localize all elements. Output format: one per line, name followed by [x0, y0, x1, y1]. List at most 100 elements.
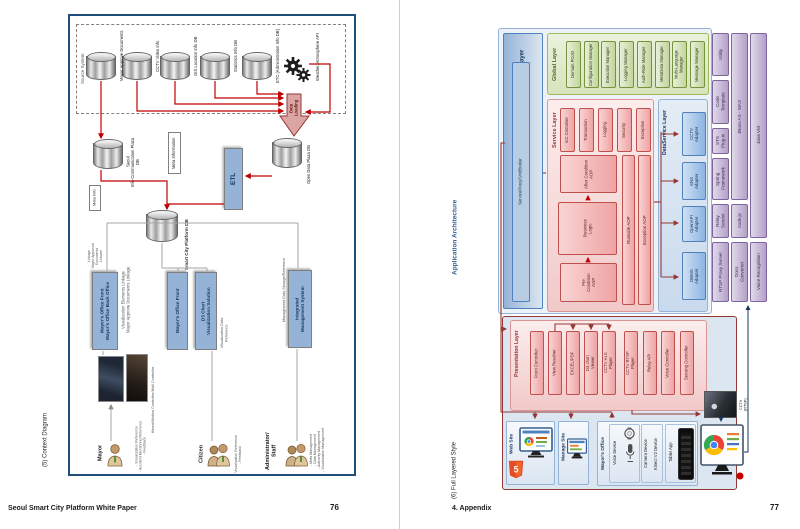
kinect-device-label: Kinect V2 Device [653, 438, 659, 470]
annotation-top-linkage: · Visualization Linkage · Mayor Approved… [86, 243, 102, 270]
global-item: Logging Manager [619, 41, 634, 88]
right-page-number: 77 [770, 503, 779, 512]
weather-api-label: Weather, Atmosphere API [315, 33, 321, 81]
presentation-item: Sensing Controller [680, 331, 694, 395]
annotation-kinect: Kinect/Motion Controller/Wall Controller [150, 366, 155, 434]
annotation-visualization-data: Visualization Data Reference [220, 317, 229, 349]
source-db-label: GIS Location Info DB [193, 36, 199, 76]
infra-voice-recognition: Voice Recognition [750, 242, 767, 302]
adapter-openapi: OpenAPI Adapter [682, 206, 706, 242]
watch-icon [624, 427, 635, 440]
actor-notes-citizen: - Visualization Reference - Feedback [233, 435, 242, 475]
service-infra-item: Transaction [579, 108, 594, 152]
presentation-item: Front Controller [530, 331, 544, 395]
global-item: Message Manager [690, 41, 705, 88]
meta-info-box: Meta Info [89, 185, 101, 211]
global-layer-label: Global Layer [551, 47, 558, 81]
global-item: Multi-Language Manager [672, 41, 687, 88]
database-icon [86, 52, 116, 80]
infra-sts-plugin: STS Plug-in [712, 128, 729, 154]
service-flow-after-condition: After Condition AOP [560, 155, 617, 193]
people-icon [285, 443, 308, 467]
infra-nodejs: node.js [731, 204, 748, 238]
database-icon [93, 139, 123, 169]
page-divider [399, 0, 400, 529]
infra-docs-converter: Docs Converter [731, 242, 748, 302]
tablet-app-box [665, 424, 696, 483]
database-icon [272, 138, 302, 168]
actor-label-admin: Administrator/ Staff [265, 432, 278, 470]
database-icon [200, 52, 230, 80]
facade-bar: ServiceProxy/UnitBroker [512, 62, 530, 302]
mayors-office-label: Mayor's Office [601, 437, 607, 470]
service-infra-item: Exception [636, 108, 651, 152]
data-loading-label: Data Loading [288, 99, 299, 117]
gears-icon [284, 57, 311, 83]
service-aop-bar: Runtacle AOP [622, 155, 635, 305]
presentation-item: Voice Controller [661, 331, 675, 395]
right-footer-section: 4. Appendix [452, 505, 492, 512]
infra-rtsp-proxy: RTSP Proxy Server [712, 242, 729, 302]
dataservice-layer-label: DataService Layer [662, 110, 669, 156]
data-loading-arrow [279, 93, 310, 137]
tablet-app-label: Tablet App [668, 442, 674, 462]
right-side-caption-top: Application Architecture [451, 199, 459, 275]
system-box-integrated-management: Integrated Management System [288, 270, 312, 348]
monitor-icon [567, 438, 587, 459]
global-item: MetaData Manager [655, 41, 670, 88]
voice-device-box [609, 424, 640, 483]
infra-jboss: JBoss AS - WAS [731, 33, 748, 200]
source-db-label: Mayor Approve Documents [119, 30, 125, 82]
infra-utility: Utility [712, 33, 729, 76]
chrome-monitor-icon [700, 424, 744, 480]
infra-relay-servlet: Relay Servlet [712, 204, 729, 238]
microphone-icon [626, 444, 635, 462]
camera-device-label: Camera Device [643, 439, 649, 469]
adapter-cctv: CCTV Adapter [682, 112, 706, 156]
monitor-icon [519, 427, 553, 458]
presentation-layer-label: Presentation Layer [514, 330, 521, 378]
source-db-label: Statistics Info DB [233, 40, 239, 72]
global-item: Domain POJO [566, 41, 581, 88]
annotation-linkage: Visualization Elements Linkage Mayor App… [120, 266, 131, 334]
database-icon [122, 52, 152, 80]
global-item: Auth-Role Manager [637, 41, 652, 88]
html5-icon: 5 [508, 460, 524, 479]
presentation-item: View Resolver [548, 331, 562, 395]
service-flow-pre-condition: Pre Condition AOP [560, 263, 617, 302]
service-flow-business-logic: Business Logic [558, 202, 617, 255]
presentation-item: CCTV HLS Player [602, 331, 616, 395]
service-infra-item: Logging [598, 108, 613, 152]
presentation-item: EXCEL/PDF [566, 331, 580, 395]
source-system-box [76, 24, 346, 114]
left-side-caption: (5) Context Diagram [42, 412, 49, 468]
source-db-label: CCTV Video Info [155, 40, 161, 72]
presentation-item: Relay API [643, 331, 657, 395]
voice-device-label: Voice Device [612, 440, 618, 466]
control-room-photo [126, 354, 148, 402]
web-site-label: Web Site [509, 433, 515, 455]
open-db-label: Open Data Plaza DB [306, 145, 312, 185]
cctv-camera-photo [704, 391, 737, 418]
etl-box: ETL [224, 148, 243, 210]
global-item: Execution Manager [601, 41, 616, 88]
right-side-caption-bottom: (6) Full Layered Style [451, 441, 458, 499]
system-box-d3-chart: D3 Chart Visualization Solution [195, 272, 217, 350]
actor-notes-mayor: - Visualization Reference - Accident Mon… [134, 420, 147, 472]
control-room-photo [98, 356, 124, 402]
infra-code-template: Code Template [712, 80, 729, 124]
camera-device-box [641, 424, 663, 483]
actor-notes-admin: - Meta Management - Data Management - Au… [309, 427, 325, 473]
svg-text:5: 5 [514, 464, 519, 474]
global-item: Configuration Manager [584, 41, 599, 88]
system-box-mayors-office: Mayor's Office Front Mayor's Office Back… [92, 272, 118, 350]
infra-spring-framework: Spring Framework [712, 158, 729, 200]
database-icon [146, 210, 178, 242]
system-box-mayors-office-front: Mayor's Office Front [167, 272, 188, 350]
annotation-management-data: Management Data Storage/Reference [281, 257, 286, 323]
left-footer-title: Seoul Smart City Platform White Paper [8, 505, 137, 512]
platform-db-label: Smart City Platform DB [183, 219, 189, 271]
service-infra-item: Security [617, 108, 632, 152]
actor-label-mayor: Mayor [97, 444, 104, 462]
seoul-db-label: Seoul Info-Communication Plaza DB [125, 137, 140, 187]
